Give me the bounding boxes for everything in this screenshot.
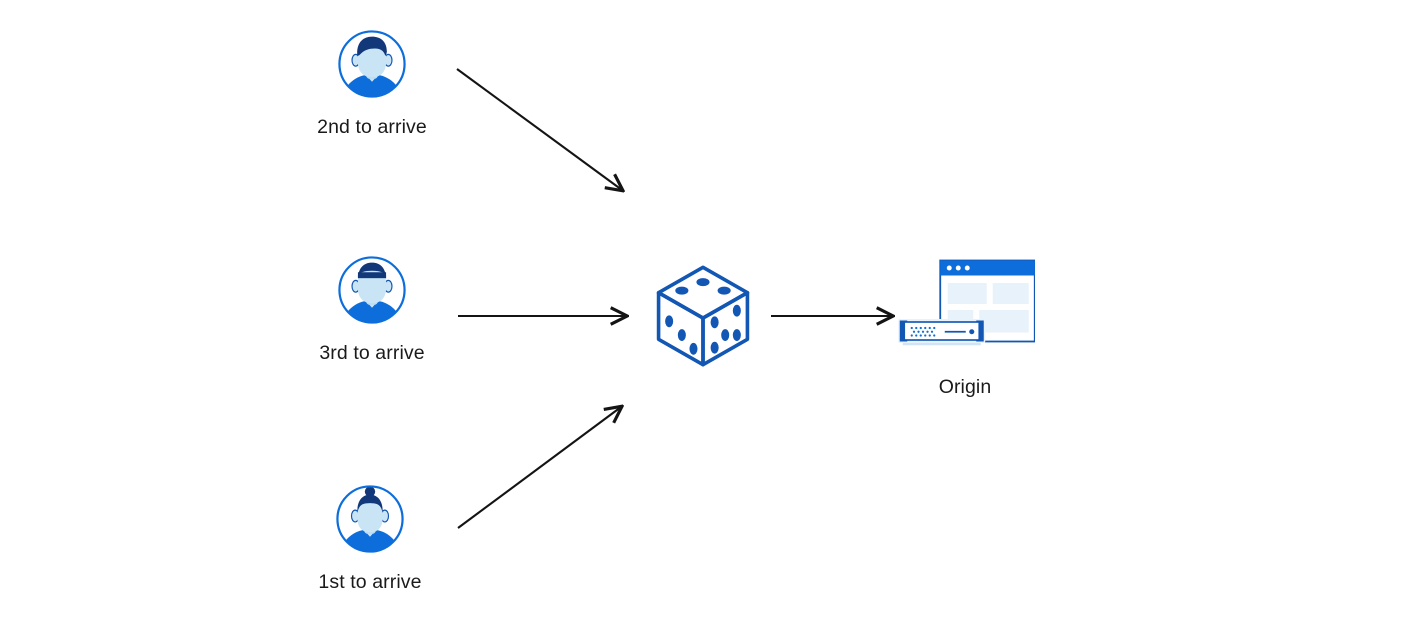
edge-2nd-to-dice — [456, 68, 622, 190]
edge-1st-to-dice — [457, 407, 621, 529]
person-avatar-icon — [338, 30, 406, 98]
node-label: 2nd to arrive — [317, 116, 427, 138]
node-client-1st: 1st to arrive — [295, 482, 445, 594]
node-randomizer — [648, 261, 758, 371]
browser-window — [939, 259, 1035, 343]
person-avatar-bun-icon — [336, 485, 404, 553]
node-origin: Origin — [865, 256, 1065, 399]
dice-icon — [656, 265, 750, 367]
origin-server-icon — [898, 259, 1035, 346]
node-label: 3rd to arrive — [319, 342, 425, 364]
node-label: 1st to arrive — [318, 571, 422, 593]
router-device — [898, 319, 986, 346]
node-client-3rd: 3rd to arrive — [297, 253, 447, 365]
node-client-2nd: 2nd to arrive — [297, 27, 447, 139]
node-label: Origin — [938, 376, 992, 398]
person-avatar-icon — [338, 256, 406, 324]
